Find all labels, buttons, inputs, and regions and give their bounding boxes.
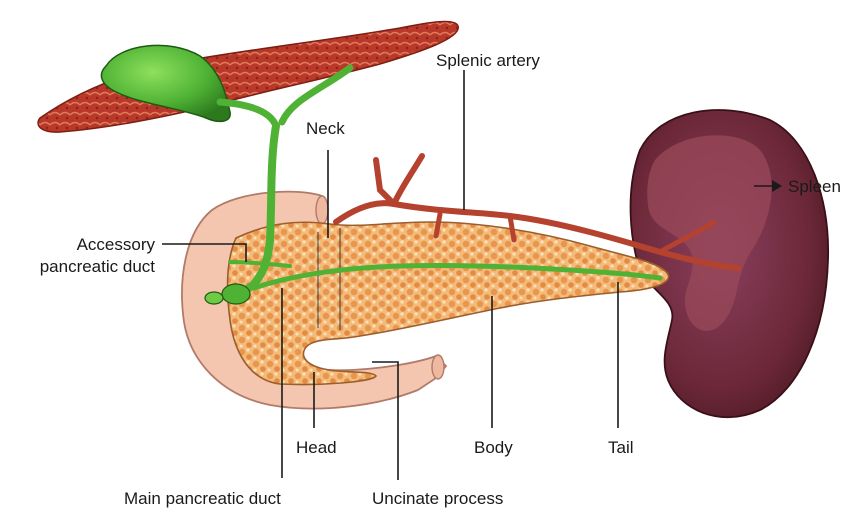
label-tail: Tail [608, 438, 634, 457]
label-head: Head [296, 438, 337, 457]
duodenum-upper-opening [316, 196, 328, 224]
label-accessory-duct-line1: Accessory [77, 235, 156, 254]
label-accessory-duct-line2: pancreatic duct [40, 257, 156, 276]
duodenum-lower-opening [432, 355, 444, 379]
label-spleen: Spleen [788, 177, 841, 196]
label-main-duct: Main pancreatic duct [124, 489, 281, 508]
label-body: Body [474, 438, 513, 457]
label-uncinate: Uncinate process [372, 489, 503, 508]
label-neck: Neck [306, 119, 345, 138]
spleen [631, 110, 829, 417]
label-splenic-artery: Splenic artery [436, 51, 540, 70]
pancreas [228, 222, 669, 385]
